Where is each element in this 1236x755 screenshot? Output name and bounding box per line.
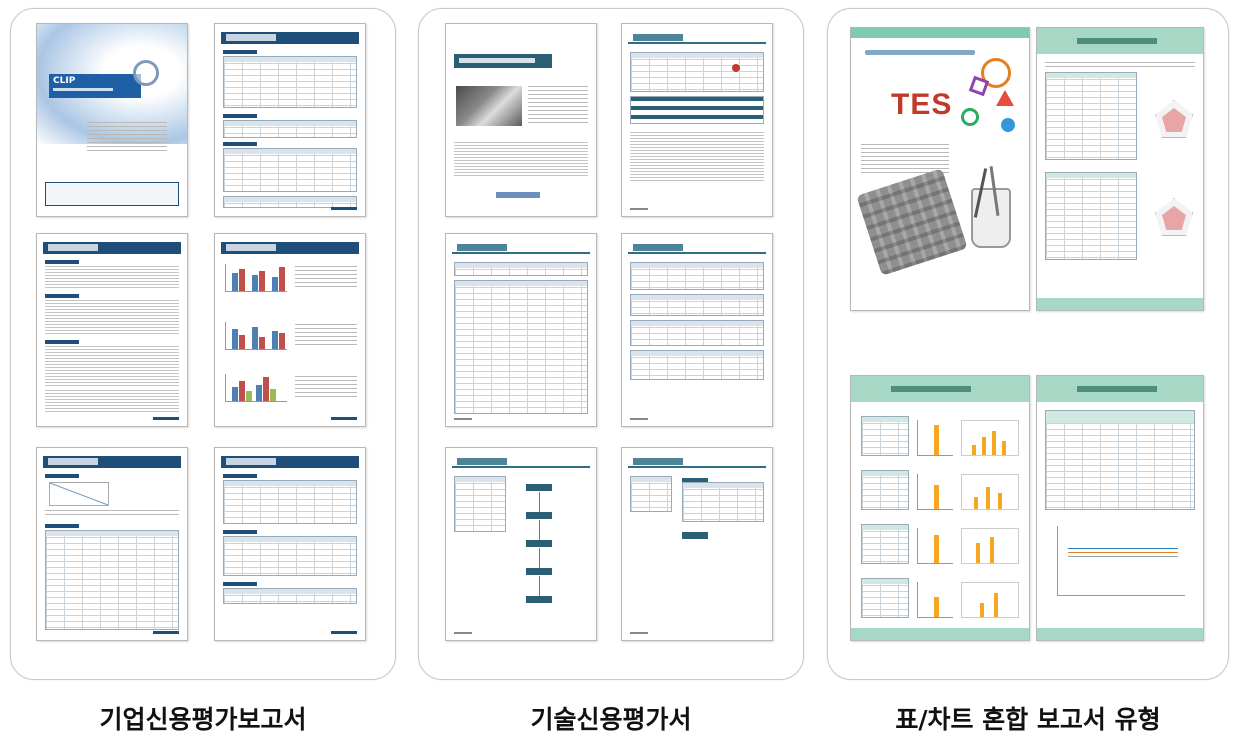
calculator-illustration <box>856 168 968 276</box>
technology-report-cover-thumbnail <box>445 23 597 217</box>
mixed-report-panel: TES <box>827 8 1229 680</box>
corporate-report-panel: CLIP <box>10 8 396 680</box>
caption-corporate-credit-report: 기업신용평가보고서 <box>99 705 307 734</box>
tech-rating-overview-page-thumbnail <box>621 23 773 217</box>
overall-opinion-page-thumbnail <box>36 233 188 427</box>
caption-mixed-report-type: 표/차트 혼합 보고서 유형 <box>895 705 1161 734</box>
caption-technology-credit-report: 기술신용평가서 <box>530 705 692 734</box>
clip-logo: CLIP <box>53 76 76 86</box>
technology-report-panel <box>418 8 804 680</box>
tes-report-cover-thumbnail: TES <box>850 27 1030 311</box>
competitiveness-detail-page-thumbnail <box>1036 375 1204 641</box>
evaluation-opinion-page-thumbnail <box>445 447 597 641</box>
dun-bradstreet-logo <box>496 192 540 198</box>
tes-logo: TES <box>891 88 953 121</box>
credit-summary-page-thumbnail <box>214 23 366 217</box>
magnifier-icon <box>133 60 159 86</box>
competitiveness-summary-page-thumbnail <box>1036 27 1204 311</box>
corporate-report-cover-thumbnail: CLIP <box>36 23 188 217</box>
business-status-page-thumbnail <box>214 447 366 641</box>
company-status-page-thumbnail <box>621 233 773 427</box>
financial-charts-page-thumbnail <box>214 233 366 427</box>
financial-status-page-thumbnail <box>36 447 188 641</box>
handshake-image <box>456 86 522 126</box>
group-evaluation-detail-page-thumbnail <box>850 375 1030 641</box>
tech-rating-detail-page-thumbnail <box>445 233 597 427</box>
financial-opinion-page-thumbnail <box>621 447 773 641</box>
